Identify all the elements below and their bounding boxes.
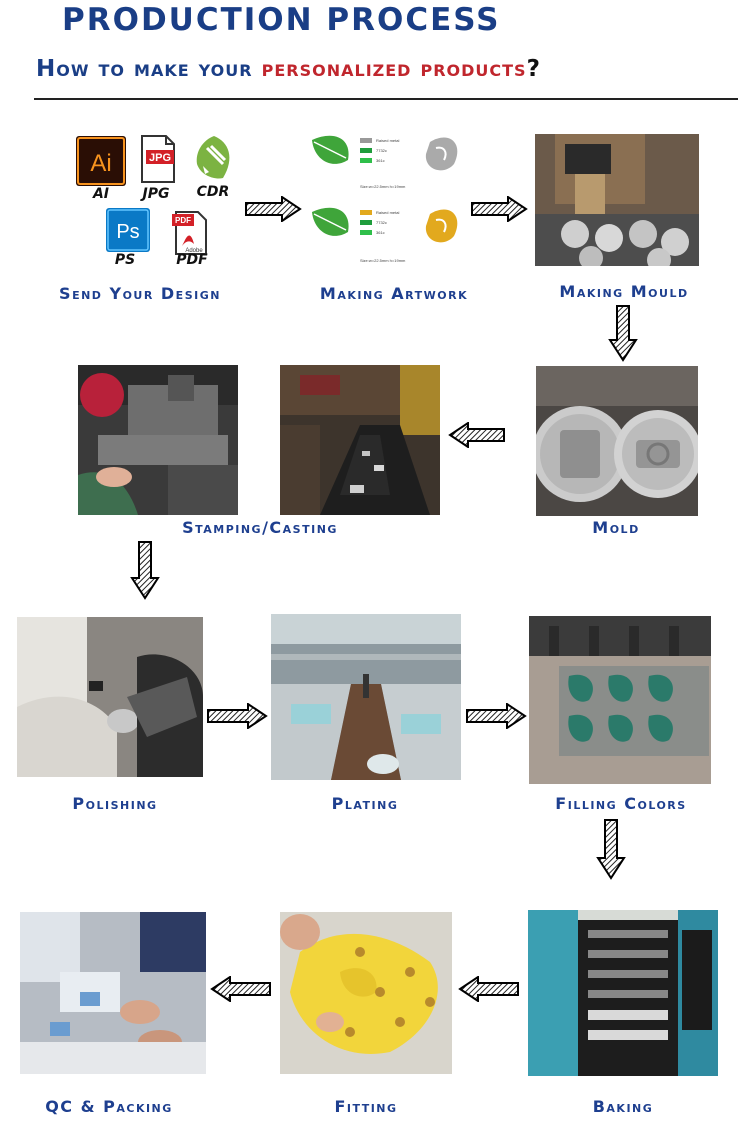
silver-leaf-shape	[425, 137, 458, 171]
gold-leaf-shape	[425, 209, 458, 243]
artwork-size-1: Size:w=22.5mm h=19mm	[360, 184, 406, 189]
step-label-baking: Baking	[592, 1097, 654, 1116]
photoshop-icon-text: Ps	[116, 221, 139, 243]
qc-packing-photo	[20, 912, 206, 1074]
illustrator-icon-text: Ai	[90, 150, 111, 177]
step-label-filling-colors: Filling Colors	[555, 794, 687, 813]
format-label-cdr: CDR	[196, 184, 230, 200]
stamping-photo	[78, 365, 238, 515]
arrow-left-3	[458, 976, 519, 1002]
format-label-ps: PS	[114, 252, 136, 268]
pdf-file-icon: PDF Adobe	[170, 210, 210, 256]
subtitle-part1: How to make your	[36, 56, 253, 82]
artwork-size-2: Size:w=22.5mm h=19mm	[360, 258, 406, 263]
step-label-making-mould: Making Mould	[559, 282, 689, 301]
artwork-sheet: Raised metal 7732c 361c Size:w=22.5mm h=…	[304, 130, 482, 268]
legend-color-1: 7732c	[376, 148, 387, 153]
photoshop-icon: Ps	[106, 208, 150, 252]
step-label-qc-packing: QC & Packing	[45, 1097, 173, 1116]
legend-raised-metal-2: Raised metal	[376, 210, 399, 215]
arrow-right-1	[245, 196, 302, 222]
step-label-send-design: Send Your Design	[59, 284, 221, 303]
arrow-right-4	[466, 703, 527, 729]
fitting-photo	[280, 912, 452, 1074]
filling-colors-photo	[529, 616, 711, 784]
format-label-jpg: JPG	[142, 186, 170, 202]
making-mould-photo	[535, 134, 699, 266]
step-label-plating: Plating	[331, 794, 399, 813]
step-label-fitting: Fitting	[334, 1097, 398, 1116]
jpg-icon-text: JPG	[149, 152, 171, 164]
legend-raised-metal: Raised metal	[376, 138, 399, 143]
arrow-down-3	[596, 819, 626, 880]
header-divider	[34, 98, 738, 100]
coreldraw-icon	[193, 134, 235, 182]
illustrator-icon: Ai	[76, 136, 126, 186]
pdf-icon-subtext: Adobe	[185, 248, 203, 254]
step-label-mold: Mold	[592, 518, 640, 537]
arrow-down-1	[608, 305, 638, 362]
step-label-making-artwork: Making Artwork	[319, 284, 469, 303]
page-title: PRODUCTION PROCESS	[62, 2, 501, 38]
format-label-ai: AI	[92, 186, 110, 202]
arrow-left-2	[210, 976, 271, 1002]
format-label-pdf: PDF	[176, 252, 208, 268]
page-subtitle: How to make your personalized products?	[36, 56, 541, 82]
arrow-down-2	[130, 541, 160, 600]
legend-color-4: 361c	[376, 230, 385, 235]
step-label-polishing: Polishing	[72, 794, 158, 813]
legend-color-2: 361c	[376, 158, 385, 163]
step-label-stamping-casting: Stamping/Casting	[182, 518, 338, 537]
arrow-right-2	[471, 196, 528, 222]
pdf-icon-text: PDF	[175, 216, 191, 225]
legend-color-3: 7732c	[376, 220, 387, 225]
polishing-photo	[17, 617, 203, 777]
casting-photo	[280, 365, 440, 515]
arrow-left-1	[448, 422, 505, 448]
subtitle-highlight: personalized products	[261, 56, 527, 82]
baking-photo	[528, 910, 718, 1076]
plating-photo	[271, 614, 461, 780]
mold-photo	[536, 366, 698, 516]
arrow-right-3	[207, 703, 268, 729]
jpg-file-icon: JPG	[138, 134, 178, 184]
subtitle-question-mark: ?	[526, 56, 541, 82]
